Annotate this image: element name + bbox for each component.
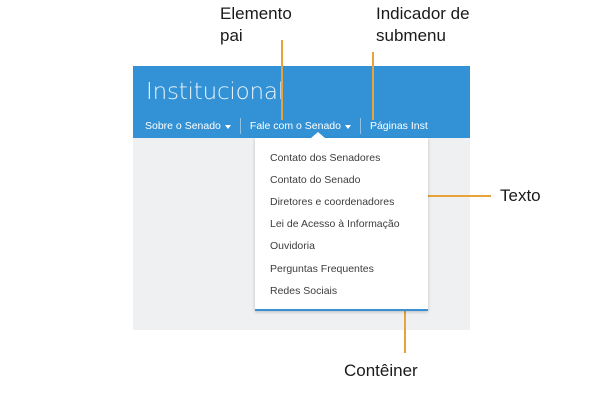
- annotation-label-texto: Texto: [500, 186, 541, 205]
- dropdown-item-redes-sociais[interactable]: Redes Sociais: [270, 284, 338, 297]
- leader-line-texto: [405, 195, 491, 197]
- leader-line-conteiner: [404, 308, 406, 353]
- nav-item-label: Fale com o Senado: [249, 120, 341, 132]
- chevron-down-icon: [344, 125, 351, 129]
- nav-item-sobre-o-senado[interactable]: Sobre o Senado: [133, 120, 240, 132]
- site-logo: Institucional: [146, 79, 284, 105]
- nav-item-label: Páginas Inst: [369, 120, 428, 132]
- dropdown-menu: Contato dos Senadores Contato do Senado …: [255, 132, 428, 312]
- dropdown-item-contato-do-senado[interactable]: Contato do Senado: [270, 173, 361, 186]
- annotation-label-elemento-pai: Elemento pai: [220, 4, 292, 45]
- main-navigation: Sobre o Senado Fale com o Senado Páginas…: [133, 114, 470, 138]
- nav-item-fale-com-o-senado[interactable]: Fale com o Senado: [241, 120, 360, 132]
- leader-line-indicador-de-submenu: [372, 52, 374, 120]
- annotation-label-conteiner: Contêiner: [344, 361, 418, 380]
- nav-separator: [239, 118, 241, 134]
- chevron-down-icon: [224, 125, 231, 129]
- website-container: Institucional Sobre o Senado Fale com o …: [133, 66, 470, 330]
- nav-item-paginas-institucionais[interactable]: Páginas Inst: [361, 120, 437, 132]
- leader-line-elemento-pai: [281, 40, 283, 120]
- dropdown-item-diretores-e-coordenadores[interactable]: Diretores e coordenadores: [270, 195, 395, 208]
- dropdown-item-perguntas-frequentes[interactable]: Perguntas Frequentes: [270, 262, 374, 275]
- site-header: Institucional Sobre o Senado Fale com o …: [133, 66, 470, 138]
- dropdown-item-ouvidoria[interactable]: Ouvidoria: [270, 240, 315, 253]
- dropdown-arrow-icon: [311, 132, 325, 138]
- nav-item-label: Sobre o Senado: [145, 120, 221, 132]
- nav-separator: [359, 118, 361, 134]
- dropdown-item-lei-de-acesso-a-informacao[interactable]: Lei de Acesso à Informação: [270, 218, 400, 231]
- dropdown-item-contato-dos-senadores[interactable]: Contato dos Senadores: [270, 151, 381, 164]
- annotation-label-indicador-de-submenu: Indicador de submenu: [376, 4, 470, 45]
